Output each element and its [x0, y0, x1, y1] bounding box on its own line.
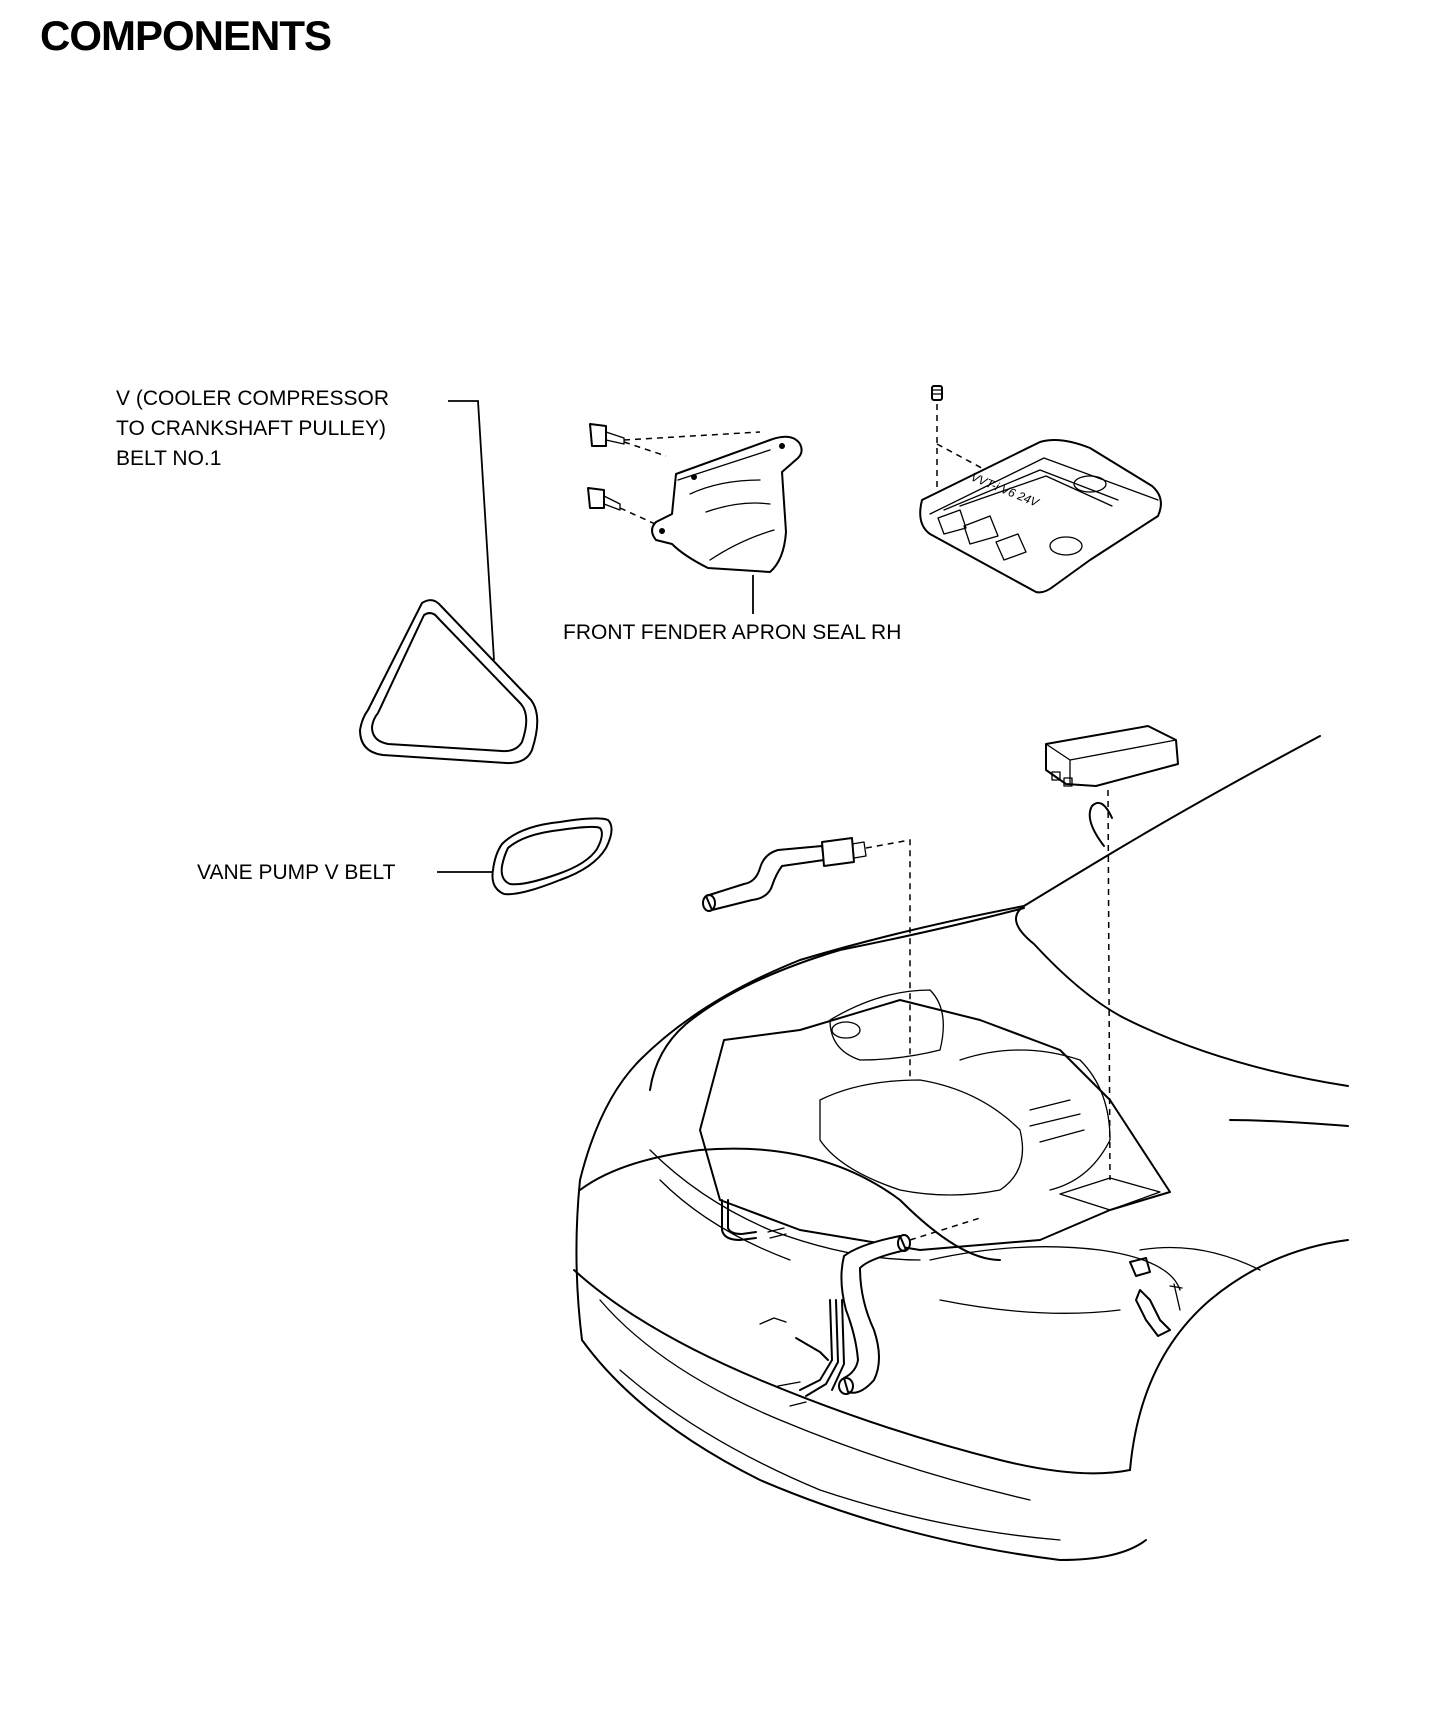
vane-pump-belt — [491, 817, 613, 896]
lower-hose-dash — [909, 1217, 981, 1241]
cooler-belt-leader — [448, 400, 495, 661]
cooler-belt-label-line2: TO CRANKSHAFT PULLEY) — [116, 417, 386, 440]
small-hoses — [721, 1199, 1183, 1407]
apron-seal-clip-lower — [587, 487, 621, 511]
vane-pump-belt-label: VANE PUMP V BELT — [197, 861, 396, 884]
cooler-belt-label-line1: V (COOLER COMPRESSOR — [116, 387, 390, 410]
relay-block — [1045, 725, 1179, 787]
apron-seal-fastener-dashes — [619, 431, 761, 529]
vehicle-front-body — [573, 735, 1349, 1561]
cooler-belt-label: V (COOLER COMPRESSOR TO CRANKSHAFT PULLE… — [116, 384, 389, 474]
cooler-belt-label-line3: BELT NO.1 — [116, 447, 222, 470]
upper-hose — [702, 837, 867, 912]
engine-cover-dashes — [936, 404, 1047, 561]
front-fender-apron-seal — [651, 435, 803, 573]
apron-seal-label: FRONT FENDER APRON SEAL RH — [563, 621, 902, 644]
upper-hose-dash — [865, 839, 911, 1080]
leader-lines — [437, 400, 754, 873]
engine-cover: VVT-i V6 24V — [919, 439, 1162, 594]
cooler-compressor-belt — [359, 599, 539, 765]
lower-hose — [838, 1234, 911, 1395]
engine-cover-clip — [931, 385, 943, 401]
page-title: COMPONENTS — [40, 12, 332, 59]
apron-seal-bolt-upper — [589, 423, 625, 447]
